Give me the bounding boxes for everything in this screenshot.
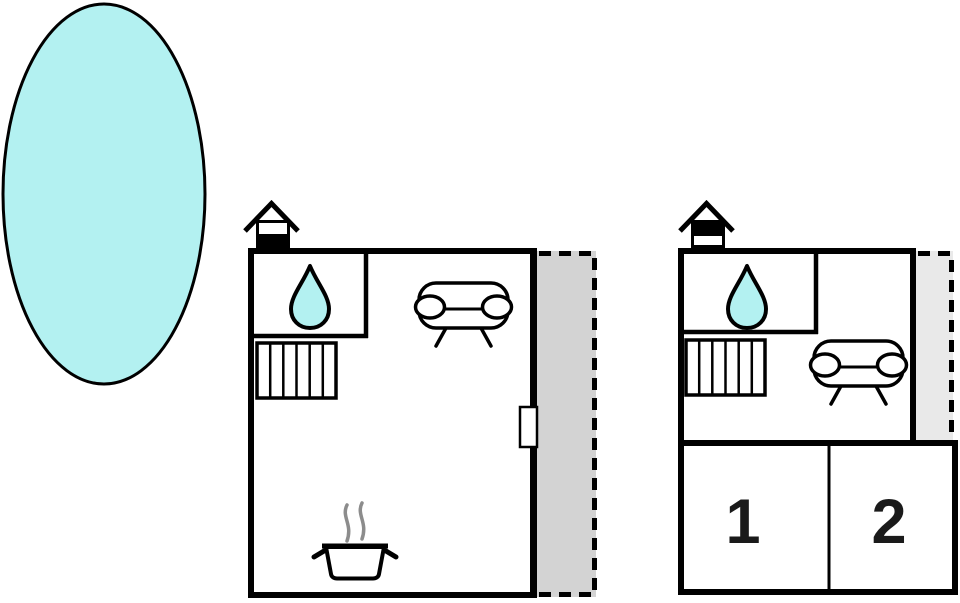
terrace-area	[537, 251, 596, 597]
upper-floor-plan: 1 2	[678, 199, 958, 595]
room-1-label: 1	[725, 487, 760, 557]
pool-shape	[1, 2, 207, 386]
terrace-dashed-border	[539, 251, 597, 597]
steam-line-right	[358, 501, 366, 541]
ground-floor-plan	[243, 199, 597, 598]
water-drop-icon	[289, 264, 331, 330]
cooking-pot-icon	[311, 501, 399, 581]
house-upper-floor-icon	[678, 199, 735, 248]
balcony-area	[916, 251, 953, 442]
house-roof	[678, 199, 735, 233]
steam-line-left	[343, 503, 351, 543]
pot-body	[323, 545, 387, 581]
room-2-label: 2	[871, 487, 906, 557]
sofa-icon	[413, 281, 514, 348]
pot-handles	[311, 548, 399, 560]
house-upper-level-fill	[694, 223, 722, 236]
house-ground-level-fill	[259, 234, 287, 246]
water-drop-icon	[726, 264, 768, 330]
house-ground-floor-icon	[243, 199, 300, 248]
door-opening	[518, 405, 539, 449]
stairs-icon	[684, 338, 767, 397]
balcony-dashed-border	[918, 251, 954, 438]
stairs-icon	[255, 341, 338, 400]
house-roof	[243, 199, 300, 233]
upper-floor-walls	[678, 248, 958, 595]
sofa-icon	[808, 339, 909, 406]
